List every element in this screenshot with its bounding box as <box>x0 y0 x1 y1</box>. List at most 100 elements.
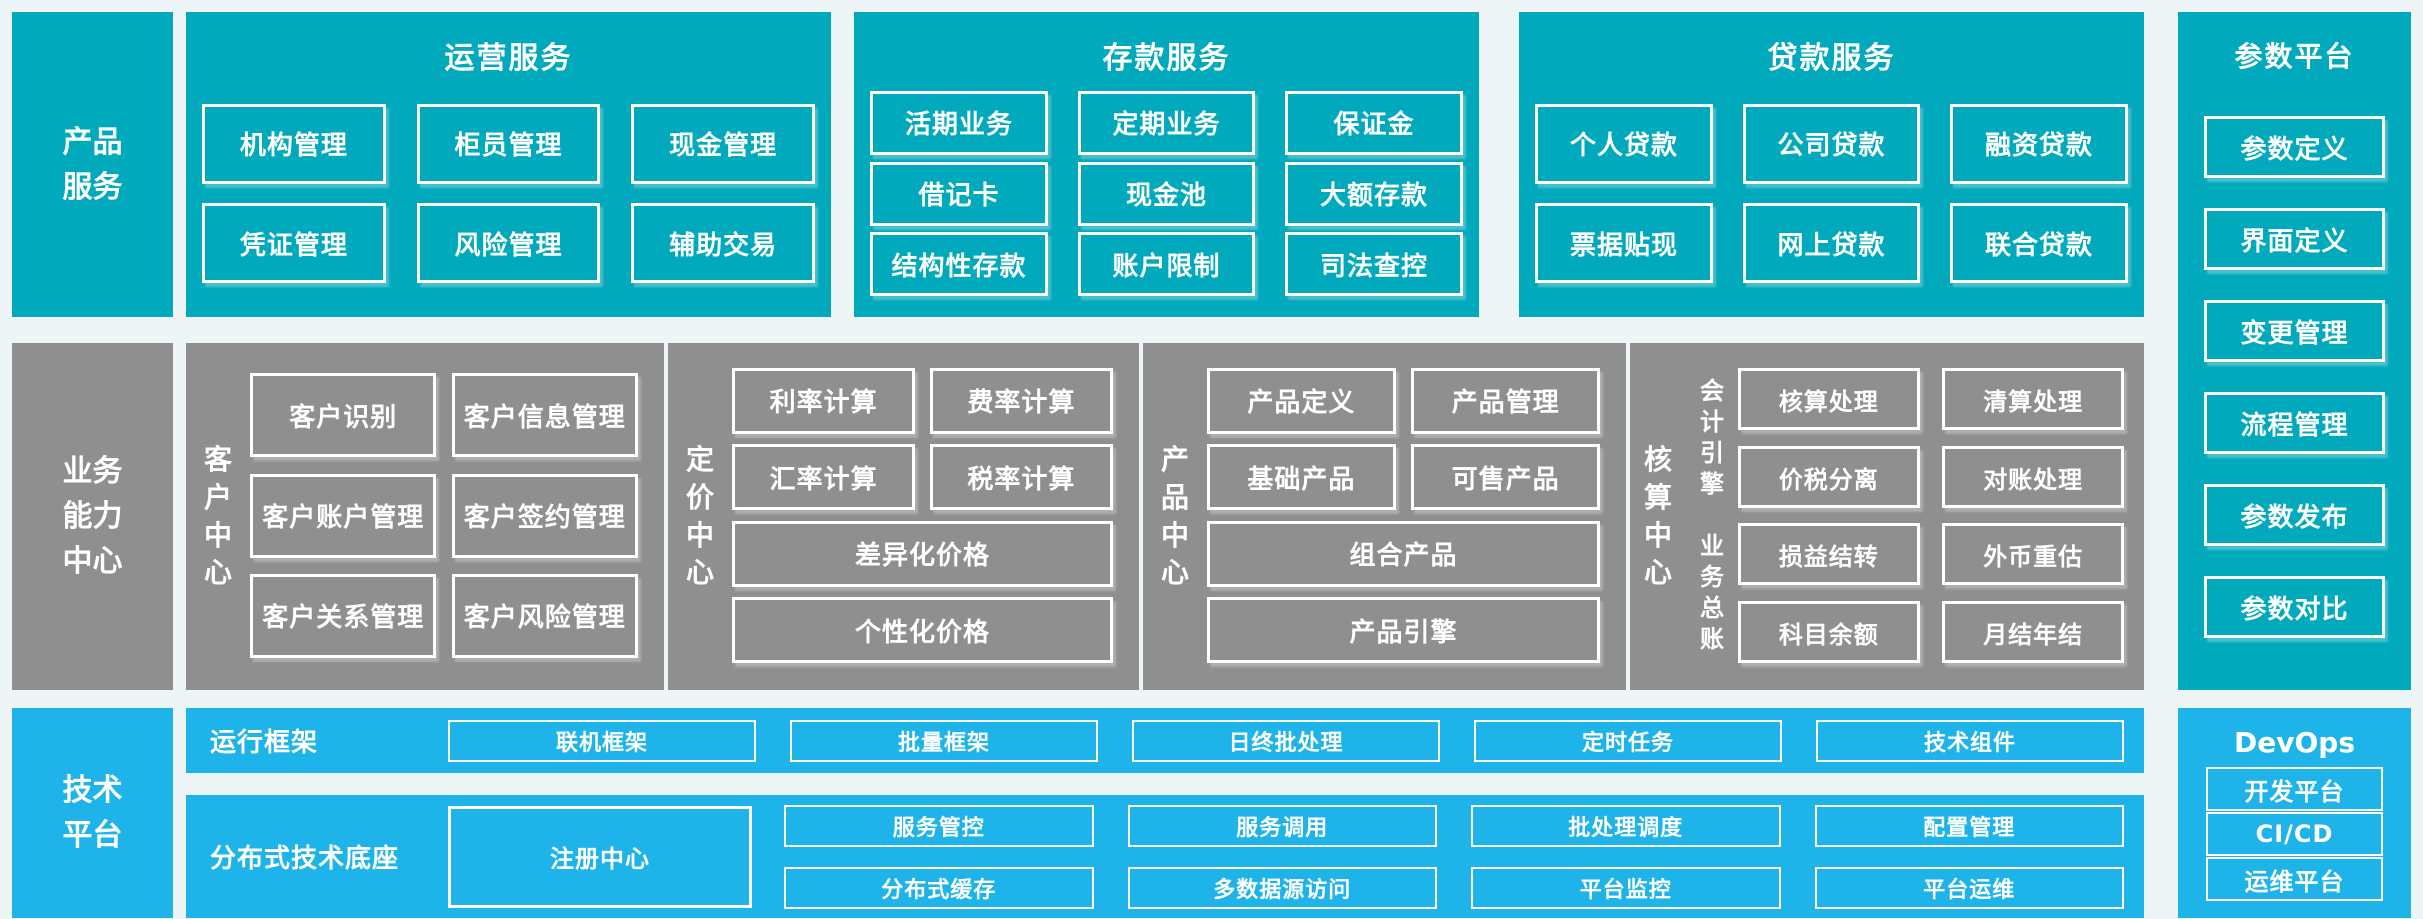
group-label: 会计引擎 <box>1686 376 1738 501</box>
tech-box: 多数据源访问 <box>1127 866 1437 909</box>
capability-box: 可售产品 <box>1411 444 1600 511</box>
service-box: 个人贷款 <box>1535 103 1713 184</box>
section-body: 个人贷款 公司贷款 融资贷款 票据贴现 网上贷款 联合贷款 <box>1519 84 2144 317</box>
capability-box: 费率计算 <box>929 367 1113 434</box>
section-operations-services: 运营服务 机构管理 柜员管理 现金管理 凭证管理 风险管理 辅助交易 <box>186 12 831 317</box>
parameter-box: 参数发布 <box>2204 484 2385 546</box>
section-body: 机构管理 柜员管理 现金管理 凭证管理 风险管理 辅助交易 <box>186 84 831 317</box>
center-label: 定价中心 <box>668 343 732 690</box>
parameter-box: 流程管理 <box>2204 392 2385 454</box>
capability-box: 客户关系管理 <box>250 573 437 658</box>
capability-box-wide: 组合产品 <box>1207 520 1600 587</box>
box-row: 活期业务 定期业务 保证金 <box>870 90 1463 155</box>
center-pricing: 定价中心 利率计算 费率计算 汇率计算 税率计算 差异化价格 个性化价格 <box>668 343 1139 690</box>
service-box: 定期业务 <box>1077 90 1256 155</box>
accounting-group-ledger: 业务总账 损益结转 外币重估 科目余额 月结年结 <box>1686 523 2124 663</box>
capability-box: 月结年结 <box>1942 601 2124 663</box>
tech-box: 定时任务 <box>1474 719 1782 762</box>
side-label-text: 业务能力中心 <box>62 454 123 579</box>
registry-center-box: 注册中心 <box>448 805 752 908</box>
tech-box: 日终批处理 <box>1132 719 1440 762</box>
capability-box: 客户签约管理 <box>451 473 638 558</box>
column-body: 参数定义 界面定义 变更管理 流程管理 参数发布 参数对比 <box>2178 82 2411 690</box>
capability-box: 对账处理 <box>1942 446 2124 508</box>
side-label-business-capability: 业务能力中心 <box>12 343 173 690</box>
side-label-product-services: 产品服务 <box>12 12 173 317</box>
column-title: 参数平台 <box>2234 40 2355 73</box>
side-label-text: 技术平台 <box>62 773 123 853</box>
tech-box: 服务调用 <box>1127 804 1437 847</box>
capability-box: 利率计算 <box>732 367 916 434</box>
accounting-group-engine: 会计引擎 核算处理 清算处理 价税分离 对账处理 <box>1686 368 2124 508</box>
group-label-text: 业务总账 <box>1699 531 1724 654</box>
service-box: 保证金 <box>1285 90 1463 155</box>
box-row: 组合产品 <box>1207 520 1600 587</box>
box-row: 客户识别 客户信息管理 <box>250 373 638 458</box>
service-box: 账户限制 <box>1077 232 1256 297</box>
parameter-box: 参数对比 <box>2204 576 2385 638</box>
box-row: 价税分离 对账处理 <box>1738 446 2124 508</box>
center-label-text: 产品中心 <box>1160 442 1189 590</box>
box-row: 客户账户管理 客户签约管理 <box>250 473 638 558</box>
tech-box: 批量框架 <box>790 719 1098 762</box>
capability-box: 价税分离 <box>1738 446 1920 508</box>
center-label-text: 客户中心 <box>203 442 232 590</box>
service-box: 大额存款 <box>1285 161 1463 226</box>
service-box: 现金管理 <box>631 103 815 184</box>
service-box: 辅助交易 <box>631 203 815 284</box>
service-box: 柜员管理 <box>416 103 601 184</box>
box-row: 个性化价格 <box>732 597 1113 664</box>
box-row: 产品引擎 <box>1207 597 1600 664</box>
tech-box: 平台运维 <box>1814 866 2124 909</box>
capability-box-wide: 差异化价格 <box>732 520 1113 587</box>
section-body: 活期业务 定期业务 保证金 借记卡 现金池 大额存款 结构性存款 账户限制 司法… <box>854 84 1479 317</box>
service-box: 风险管理 <box>416 203 601 284</box>
capability-box: 基础产品 <box>1207 444 1396 511</box>
box-row: 结构性存款 账户限制 司法查控 <box>870 232 1463 297</box>
service-box: 司法查控 <box>1285 232 1463 297</box>
box-row: 利率计算 费率计算 <box>732 367 1113 434</box>
capability-box: 客户账户管理 <box>250 473 437 558</box>
capability-box: 产品管理 <box>1411 367 1600 434</box>
center-label: 核算中心 <box>1630 343 1686 690</box>
section-title: 运营服务 <box>444 41 573 76</box>
center-accounting: 核算中心 会计引擎 核算处理 清算处理 价税分离 对账处理 <box>1630 343 2144 690</box>
tech-box: 配置管理 <box>1814 804 2124 847</box>
capability-box: 客户信息管理 <box>451 373 638 458</box>
column-body: 开发平台 CI/CD 运维平台 <box>2178 766 2411 918</box>
center-customer: 客户中心 客户识别 客户信息管理 客户账户管理 客户签约管理 客户关系管理 客户… <box>186 343 664 690</box>
box-row: 核算处理 清算处理 <box>1738 368 2124 430</box>
box-row: 产品定义 产品管理 <box>1207 367 1600 434</box>
center-label: 产品中心 <box>1143 343 1207 690</box>
box-row: 客户关系管理 客户风险管理 <box>250 573 638 658</box>
service-box: 结构性存款 <box>870 232 1048 297</box>
capability-box: 产品定义 <box>1207 367 1396 434</box>
service-box: 凭证管理 <box>202 203 386 284</box>
devops-box: CI/CD <box>2206 812 2383 856</box>
parameter-box: 变更管理 <box>2204 300 2385 362</box>
center-body: 客户识别 客户信息管理 客户账户管理 客户签约管理 客户关系管理 客户风险管理 <box>250 343 664 690</box>
band-runtime-framework: 运行框架 联机框架 批量框架 日终批处理 定时任务 技术组件 <box>186 708 2144 773</box>
capability-box: 客户风险管理 <box>451 573 638 658</box>
center-label-text: 核算中心 <box>1643 442 1672 590</box>
capability-box: 核算处理 <box>1738 368 1920 430</box>
devops-box: 开发平台 <box>2206 767 2383 811</box>
box-row: 凭证管理 风险管理 辅助交易 <box>202 203 815 284</box>
band-grid: 服务管控 服务调用 批处理调度 配置管理 分布式缓存 多数据源访问 平台监控 平… <box>784 804 2144 909</box>
box-row: 损益结转 外币重估 <box>1738 523 2124 585</box>
box-row: 汇率计算 税率计算 <box>732 444 1113 511</box>
box-row: 差异化价格 <box>732 520 1113 587</box>
group-grid: 核算处理 清算处理 价税分离 对账处理 <box>1738 368 2124 508</box>
devops-box: 运维平台 <box>2206 857 2383 901</box>
box-row: 机构管理 柜员管理 现金管理 <box>202 103 815 184</box>
box-row: 个人贷款 公司贷款 融资贷款 <box>1535 103 2128 184</box>
column-title: DevOps <box>2234 725 2355 759</box>
parameter-box: 界面定义 <box>2204 208 2385 270</box>
service-box: 票据贴现 <box>1535 203 1713 284</box>
tech-box: 批处理调度 <box>1471 804 1781 847</box>
service-box: 融资贷款 <box>1950 103 2128 184</box>
center-label: 客户中心 <box>186 343 250 690</box>
capability-box-wide: 产品引擎 <box>1207 597 1600 664</box>
box-row: 票据贴现 网上贷款 联合贷款 <box>1535 203 2128 284</box>
